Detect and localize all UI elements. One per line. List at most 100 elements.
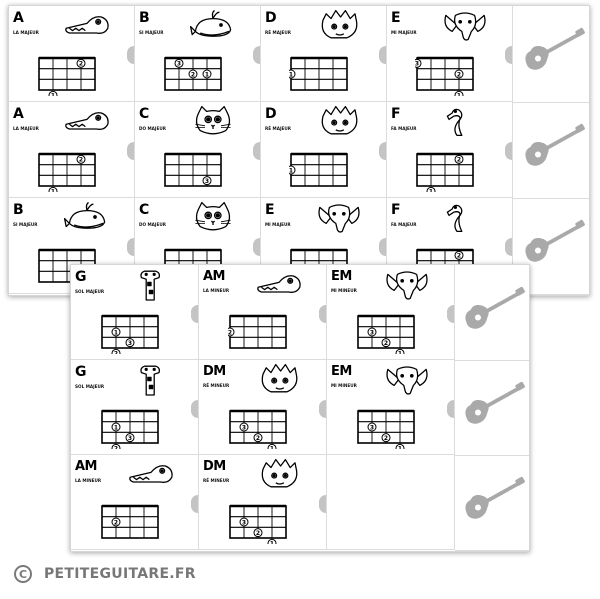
finger-marker: 3 <box>239 517 249 527</box>
chord-subtitle: RÉ MAJEUR <box>265 30 291 35</box>
svg-text:1: 1 <box>51 189 55 192</box>
row-divider <box>455 360 529 361</box>
next-card-edge <box>127 46 134 64</box>
svg-text:2: 2 <box>114 351 118 354</box>
next-card-edge <box>379 142 386 160</box>
finger-marker: 3 <box>239 422 249 432</box>
finger-marker: 2 <box>381 338 391 348</box>
svg-text:3: 3 <box>205 178 209 185</box>
elephant-icon <box>318 204 360 233</box>
finger-marker: 1 <box>111 327 121 337</box>
finger-marker: 3 <box>367 422 377 432</box>
ukulele-icon <box>525 27 585 70</box>
finger-marker: 2 <box>454 250 464 260</box>
finger-marker: 3 <box>174 58 184 68</box>
cat-icon <box>195 201 231 231</box>
chord-card: FFA MAJEUR21 <box>387 102 513 198</box>
chord-subtitle: SOL MAJEUR <box>75 384 105 389</box>
site-name[interactable]: PETITEGUITARE.FR <box>44 566 196 582</box>
chord-name: AM <box>203 269 226 284</box>
chord-name: C <box>139 106 149 122</box>
chord-diagram: 3 2 1 <box>229 504 287 548</box>
chord-card: ALA MAJEUR21 <box>9 6 135 102</box>
svg-text:2: 2 <box>256 530 260 537</box>
chord-diagram: 13 2 <box>101 314 159 358</box>
chord-subtitle: MI MINEUR <box>331 383 357 388</box>
elephant-icon <box>386 271 428 300</box>
crocodile-icon <box>65 16 109 34</box>
chord-subtitle: FA MAJEUR <box>391 222 417 227</box>
ukulele-icon <box>525 123 585 166</box>
next-card-edge <box>319 304 326 323</box>
chord-subtitle: RÉ MINEUR <box>203 383 230 388</box>
chord-name: EM <box>331 364 352 379</box>
row-divider <box>455 550 529 551</box>
finger-marker: 3 <box>412 58 422 68</box>
elephant-icon <box>386 366 428 395</box>
svg-text:3: 3 <box>242 519 246 526</box>
ukulele-icon <box>465 476 525 519</box>
chord-subtitle: DO MAJEUR <box>139 222 166 227</box>
next-card-edge <box>319 494 326 513</box>
chord-name: E <box>265 202 275 218</box>
chord-card: C DO MAJEUR 3 <box>135 102 261 198</box>
whale-icon <box>63 202 106 229</box>
chord-name: DM <box>203 364 226 379</box>
row-divider <box>513 198 589 199</box>
chord-name: G <box>75 364 87 380</box>
flamingo-icon <box>446 204 463 233</box>
next-card-edge <box>505 142 512 160</box>
svg-text:2: 2 <box>191 71 195 78</box>
chord-name: A <box>13 10 24 26</box>
chord-card: G SOL MAJEUR 13 2 <box>71 360 199 455</box>
finger-marker: 3 <box>367 327 377 337</box>
crocodile-icon <box>129 465 173 483</box>
chord-name: E <box>391 10 401 26</box>
row-divider <box>455 455 529 456</box>
finger-marker: 1 <box>454 90 464 100</box>
chord-subtitle: MI MAJEUR <box>265 222 291 227</box>
chord-subtitle: LA MAJEUR <box>13 126 39 131</box>
chord-subtitle: RÉ MINEUR <box>203 478 230 483</box>
next-card-edge <box>127 142 134 160</box>
chord-subtitle: SOL MAJEUR <box>75 289 105 294</box>
chord-name: B <box>13 202 24 218</box>
finger-marker: 1 <box>286 69 296 79</box>
next-card-edge <box>127 238 134 256</box>
svg-text:2: 2 <box>114 446 118 449</box>
svg-text:3: 3 <box>242 424 246 431</box>
next-card-edge <box>505 238 512 256</box>
finger-marker: 2 <box>76 58 86 68</box>
cat-icon <box>195 105 231 135</box>
ukulele-icon <box>525 219 585 262</box>
chord-subtitle: DO MAJEUR <box>139 126 166 131</box>
dinosaur-icon <box>261 458 298 488</box>
chord-name: F <box>391 202 401 218</box>
svg-text:3: 3 <box>128 340 132 347</box>
chord-subtitle: FA MAJEUR <box>391 126 417 131</box>
next-card-edge <box>447 304 454 323</box>
svg-text:2: 2 <box>79 157 83 164</box>
svg-text:2: 2 <box>457 157 461 164</box>
chord-diagram: 21 <box>416 152 474 196</box>
svg-text:1: 1 <box>114 424 118 431</box>
crocodile-icon <box>257 275 301 293</box>
svg-text:3: 3 <box>415 61 419 68</box>
chord-diagram: 2 <box>101 504 159 539</box>
finger-marker: 1 <box>267 538 277 548</box>
svg-text:1: 1 <box>270 541 274 544</box>
next-card-edge <box>253 46 260 64</box>
ukulele-icon <box>465 381 525 424</box>
giraffe-icon <box>140 270 161 301</box>
finger-marker: 1 <box>48 186 58 196</box>
chord-subtitle: LA MINEUR <box>75 478 102 483</box>
finger-marker: 3 <box>125 433 135 443</box>
chord-diagram: 13 2 <box>101 409 159 453</box>
